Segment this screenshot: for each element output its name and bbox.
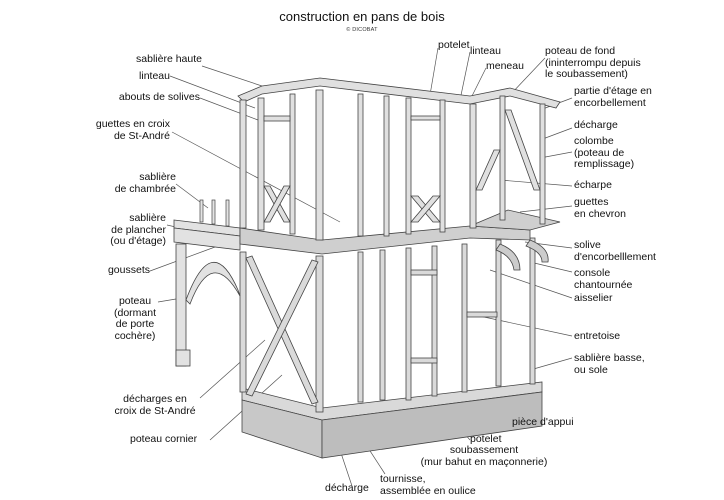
label-soubassement: soubassement(mur bahut en maçonnerie) xyxy=(420,444,548,468)
floor-beams xyxy=(239,209,561,255)
label-decharge-bottom: décharge xyxy=(325,482,369,494)
label-goussets: goussets xyxy=(107,264,150,276)
label-sabliere-haute: sablière haute xyxy=(136,53,202,65)
label-aisselier: aisselier xyxy=(574,292,613,304)
label-piece-d-appui: pièce d'appui xyxy=(512,416,574,428)
label-tournisse: tournisse,assemblée en oulice xyxy=(380,473,476,497)
copyright-note: © DICOBAT xyxy=(346,27,378,33)
hand-rail-posts xyxy=(199,199,230,227)
ground-floor-frame xyxy=(239,237,536,413)
upper-floor-frame xyxy=(237,77,561,241)
label-abouts-de-solives: abouts de solives xyxy=(118,91,200,103)
label-echarpe: écharpe xyxy=(574,179,612,191)
label-potelet-bottom: potelet xyxy=(470,433,502,445)
label-sabliere-basse: sablière basse,ou sole xyxy=(574,352,645,376)
label-decharge-right: décharge xyxy=(574,119,618,131)
label-linteau-top: linteau xyxy=(470,45,501,57)
label-linteau-left: linteau xyxy=(139,70,170,82)
porch xyxy=(173,219,241,367)
label-entretoise: entretoise xyxy=(574,330,621,342)
diagram-title: construction en pans de bois xyxy=(279,9,445,24)
upper-corbel xyxy=(495,239,549,271)
label-poteau-cornier: poteau cornier xyxy=(130,433,198,445)
label-meneau: meneau xyxy=(486,60,524,72)
label-potelet-top: potelet xyxy=(438,39,470,51)
